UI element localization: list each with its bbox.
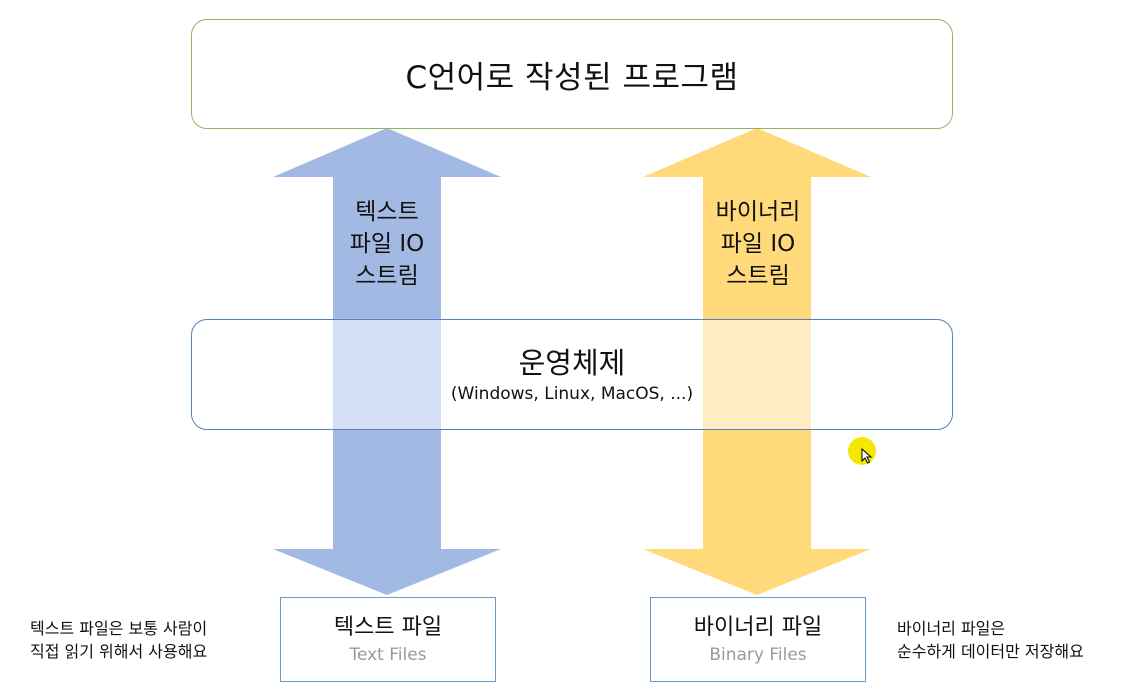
- binary-file-title: 바이너리 파일: [693, 614, 823, 640]
- os-box: 운영체제 (Windows, Linux, MacOS, ...): [191, 319, 953, 430]
- text-file-subtitle: Text Files: [349, 644, 427, 665]
- binary-file-note-line: 순수하게 데이터만 저장해요: [897, 642, 1084, 661]
- text-file-note-line: 텍스트 파일은 보통 사람이: [30, 619, 208, 638]
- binary-stream-label-line: 바이너리: [715, 199, 801, 225]
- mouse-cursor-icon: [861, 448, 873, 464]
- program-box: C언어로 작성된 프로그램: [191, 19, 953, 129]
- binary-stream-label-line: 스트림: [726, 263, 790, 289]
- text-file-box: 텍스트 파일 Text Files: [280, 597, 496, 682]
- text-stream-label-line: 스트림: [355, 263, 419, 289]
- binary-file-box: 바이너리 파일 Binary Files: [650, 597, 866, 682]
- text-file-title: 텍스트 파일: [333, 614, 443, 640]
- text-file-note: 텍스트 파일은 보통 사람이 직접 읽기 위해서 사용해요: [30, 617, 207, 663]
- os-subtitle: (Windows, Linux, MacOS, ...): [450, 383, 694, 404]
- text-stream-label-line: 파일 IO: [349, 231, 425, 257]
- binary-file-note-line: 바이너리 파일은: [897, 619, 1006, 638]
- program-title: C언어로 작성된 프로그램: [405, 59, 739, 96]
- binary-file-subtitle: Binary Files: [709, 644, 807, 665]
- os-title: 운영체제: [518, 345, 626, 380]
- text-stream-label-line: 텍스트: [355, 199, 419, 225]
- binary-file-note: 바이너리 파일은 순수하게 데이터만 저장해요: [897, 617, 1084, 663]
- binary-stream-label-line: 파일 IO: [720, 231, 796, 257]
- binary-stream-label: 바이너리 파일 IO 스트림: [693, 196, 823, 292]
- text-stream-label: 텍스트 파일 IO 스트림: [322, 196, 452, 292]
- text-file-note-line: 직접 읽기 위해서 사용해요: [30, 642, 208, 661]
